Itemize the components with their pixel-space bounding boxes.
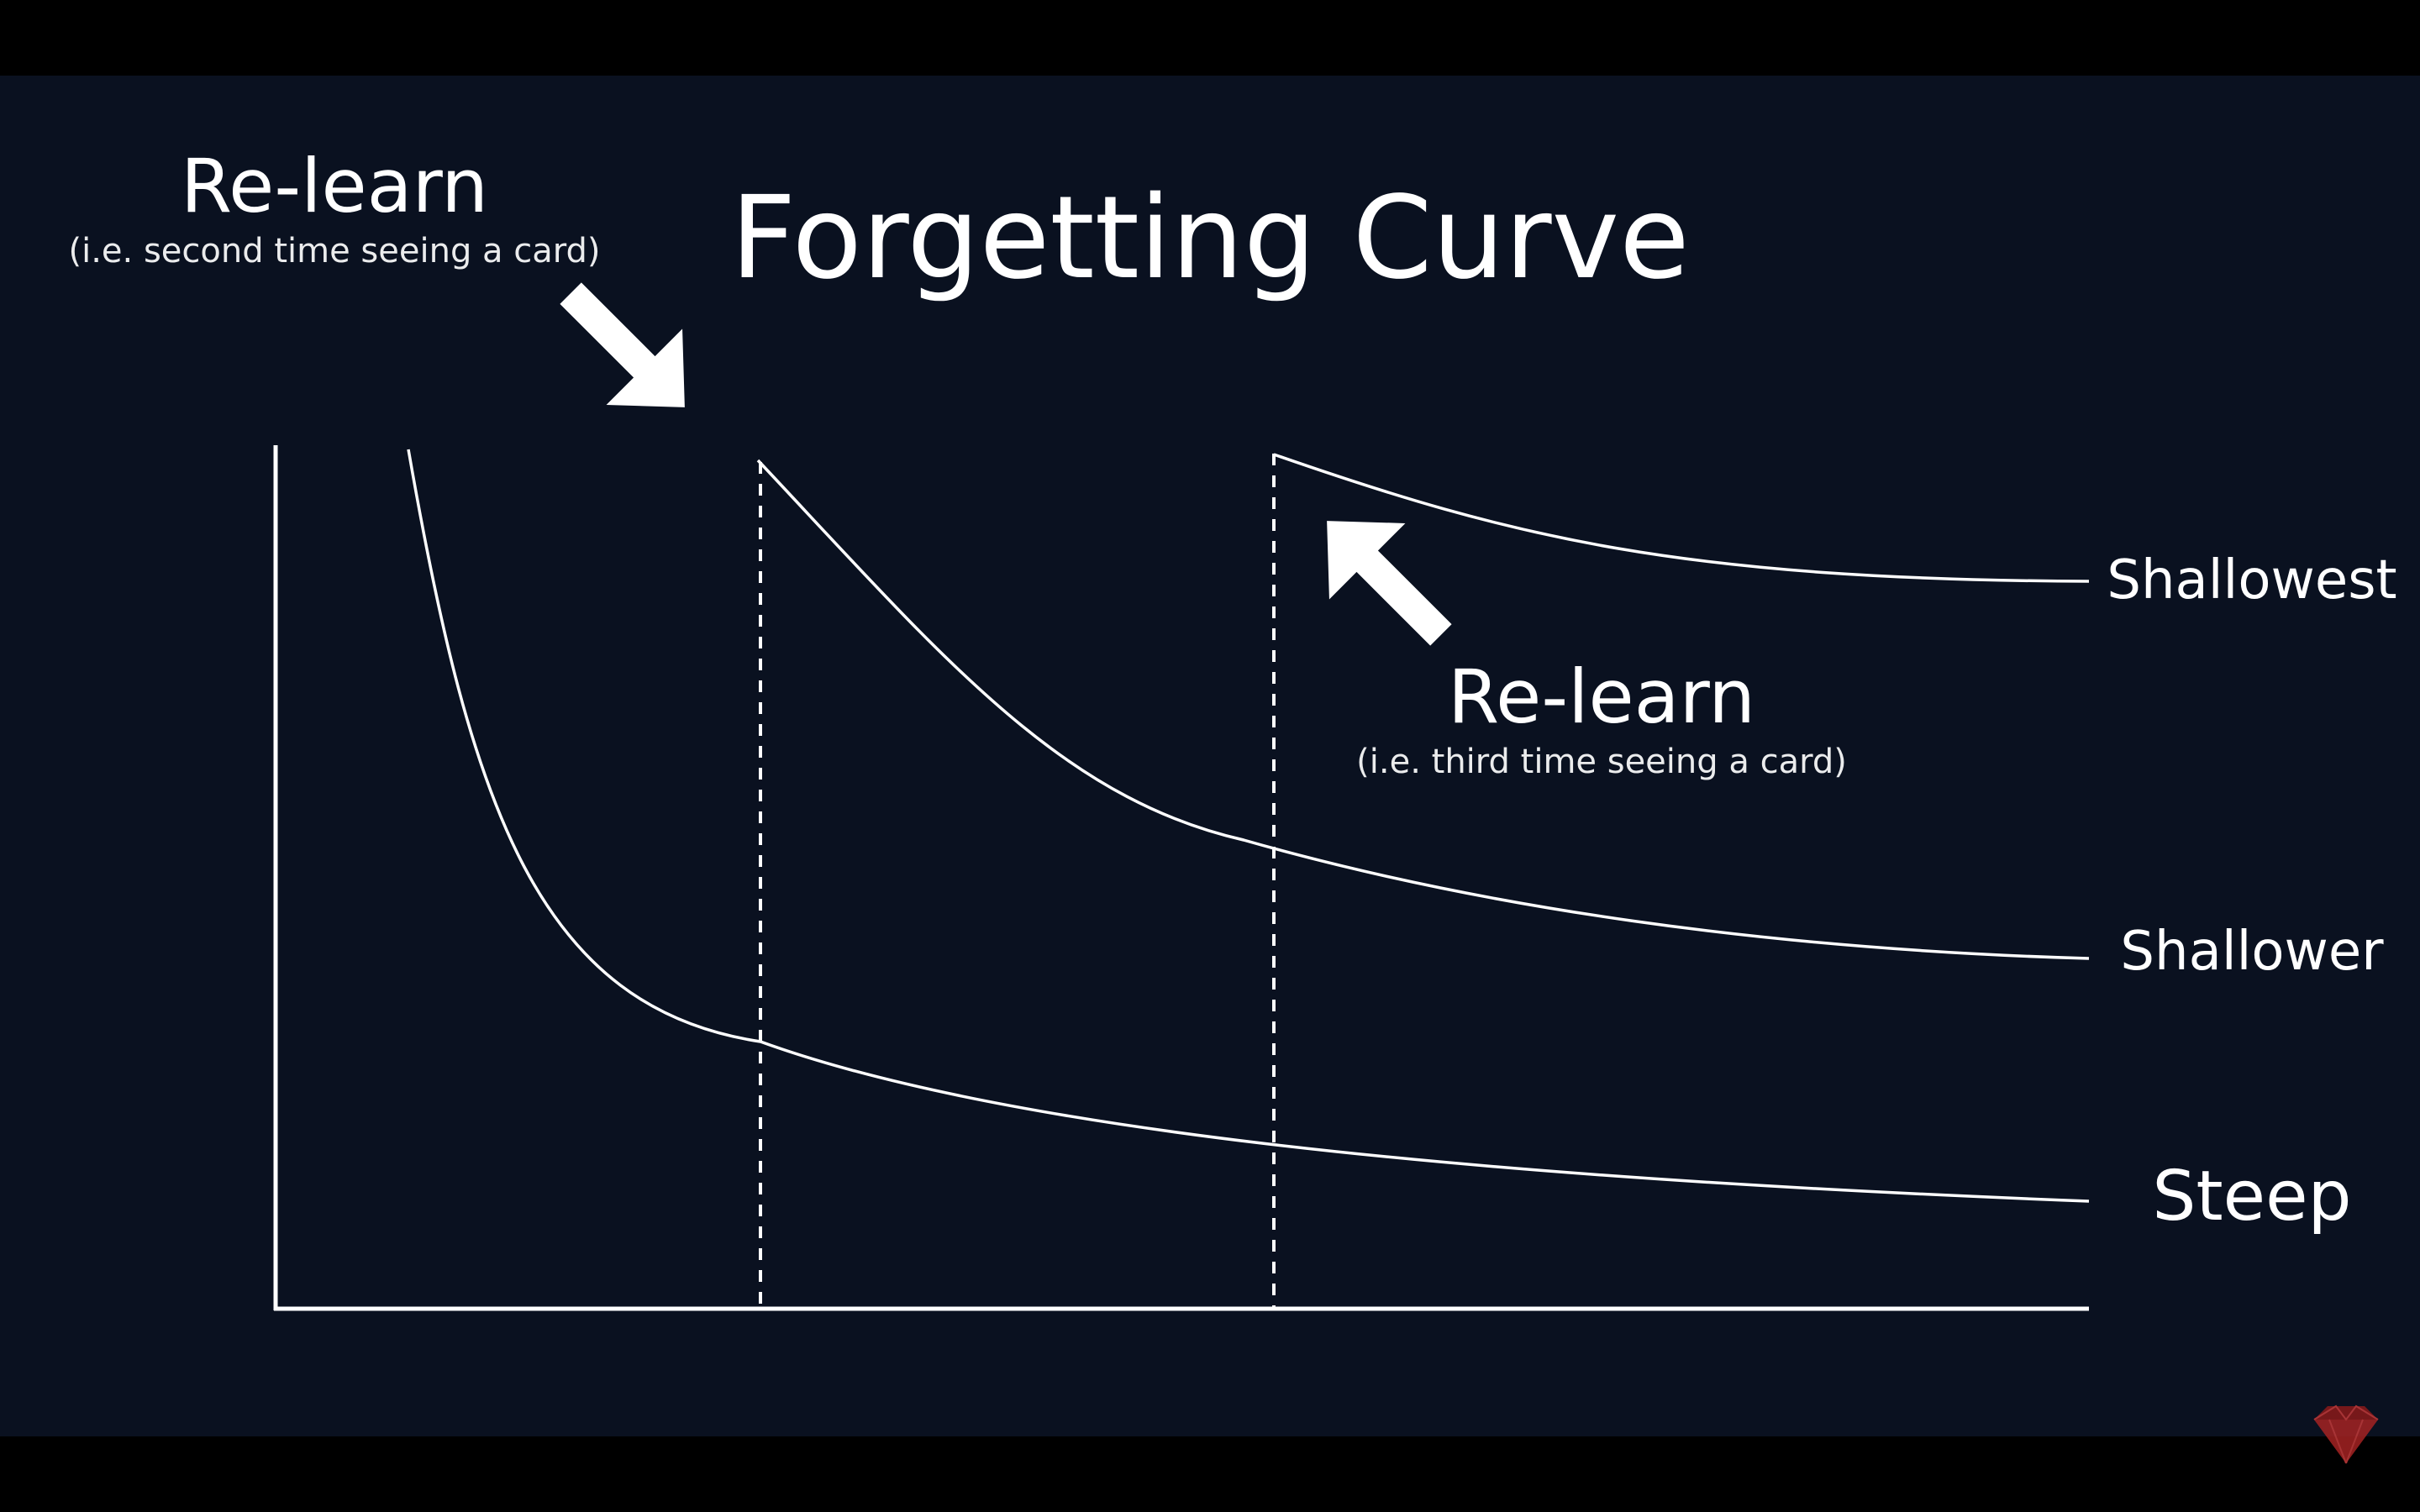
ruby-gem-icon xyxy=(2313,1404,2379,1464)
curve-label-shallowest: Shallowest xyxy=(2107,549,2396,612)
slide-title: Forgetting Curve xyxy=(730,172,1690,305)
arrow-up-left-icon xyxy=(1327,521,1452,646)
letterbox-top xyxy=(0,0,2420,76)
arrow-down-right-icon xyxy=(560,282,685,407)
relearn-second-heading: Re-learn xyxy=(1448,654,1755,740)
relearn-first-heading: Re-learn xyxy=(181,143,488,229)
shallower-curve xyxy=(756,459,2090,960)
relearn-second-subtext: (i.e. third time seeing a card) xyxy=(1356,743,1847,781)
steep-curve xyxy=(407,449,2090,1203)
slide-background xyxy=(0,76,2420,1436)
curve-label-shallower: Shallower xyxy=(2120,921,2384,983)
shallowest-curve xyxy=(1273,453,2090,583)
relearn-first-subtext: (i.e. second time seeing a card) xyxy=(68,232,600,270)
curve-label-steep: Steep xyxy=(2152,1157,2351,1236)
letterbox-bottom xyxy=(0,1436,2420,1512)
